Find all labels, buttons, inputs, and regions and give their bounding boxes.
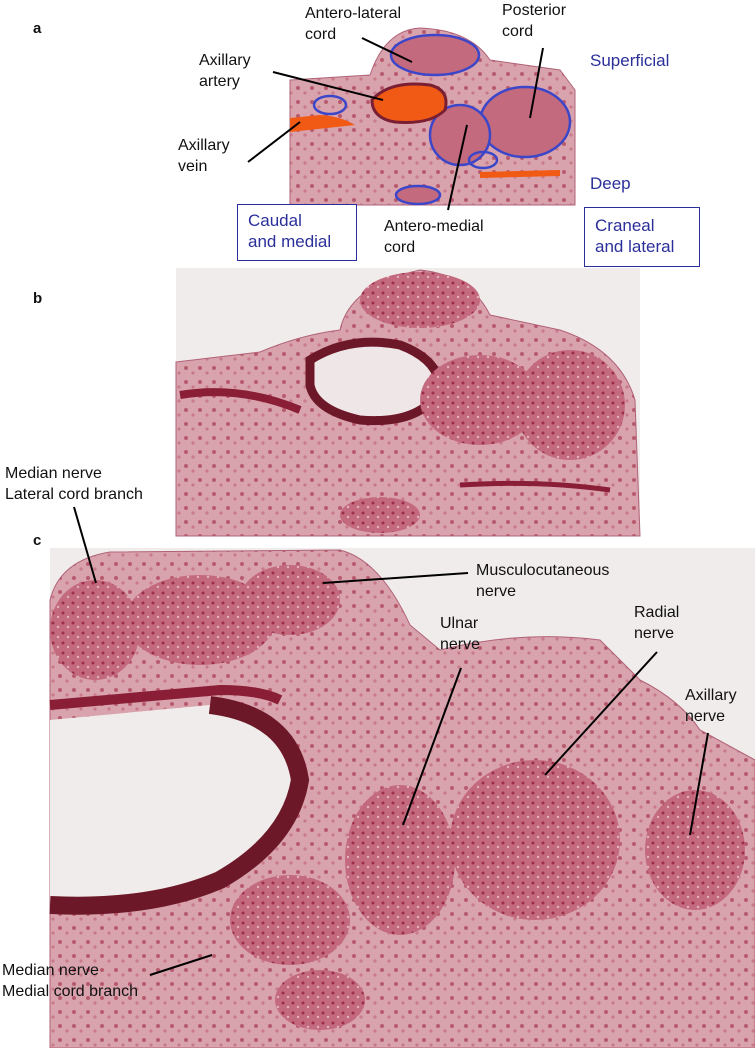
panel-label-c: c xyxy=(33,532,42,549)
label-ulnar-nerve: Ulnar nerve xyxy=(440,615,481,653)
antero-medial-cord-outline xyxy=(428,103,492,167)
cranial-lateral-box xyxy=(584,207,700,267)
label-median-nerve-lateral: Median nerve Lateral cord branch xyxy=(5,465,143,503)
axillary-vein-fill xyxy=(290,115,355,132)
label-median-nerve-medial: Median nerve Medial cord branch xyxy=(2,962,139,1000)
label-radial-nerve: Radial nerve xyxy=(634,604,680,642)
label-deep: Deep xyxy=(590,174,631,193)
axillary-artery-fill xyxy=(370,82,448,124)
label-musculocutaneous-nerve: Musculocutaneous nerve xyxy=(476,562,610,600)
label-antero-lateral-cord: Antero-lateral cord xyxy=(305,5,402,43)
panel-label-a: a xyxy=(33,20,42,37)
antero-lateral-cord-outline xyxy=(389,33,481,77)
label-cranial-lateral: Craneal and lateral xyxy=(595,216,675,256)
label-caudal-medial: Caudal and medial xyxy=(248,211,332,251)
panel-label-b: b xyxy=(33,290,43,307)
label-axillary-artery: Axillary artery xyxy=(199,52,251,90)
label-antero-medial-cord: Antero-medial cord xyxy=(384,218,484,256)
label-axillary-nerve: Axillary nerve xyxy=(685,687,737,725)
label-superficial: Superficial xyxy=(590,51,670,70)
caudal-medial-box xyxy=(237,204,357,261)
label-axillary-vein: Axillary vein xyxy=(178,137,230,175)
label-posterior-cord: Posterior cord xyxy=(502,2,567,40)
